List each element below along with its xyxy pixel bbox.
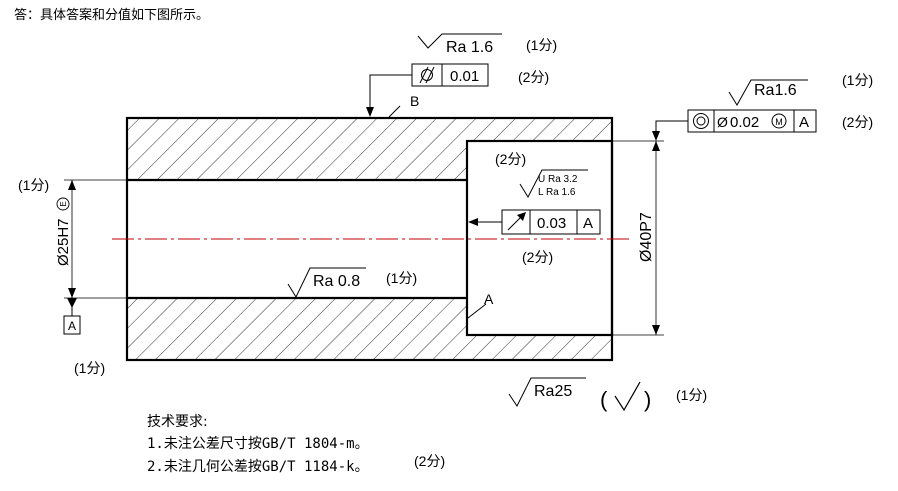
right-roughness-value: Ra1.6 <box>754 82 797 99</box>
general-paren-open: ( <box>600 387 608 412</box>
step-roughness-u: U Ra 3.2 <box>538 174 578 185</box>
step-roughness-symbol <box>519 169 588 199</box>
datum-a-box <box>63 315 81 335</box>
bore-roughness-value: Ra 0.8 <box>313 273 360 290</box>
step-roughness-l: L Ra 1.6 <box>538 187 576 198</box>
coaxiality-score: (2分) <box>842 114 873 130</box>
runout-arrow <box>468 218 478 226</box>
bore-roughness-symbol <box>287 267 366 299</box>
a-leader <box>467 303 487 319</box>
bore-roughness-score: (1分) <box>386 270 417 286</box>
label-a: A <box>484 291 494 307</box>
top-roughness-score: (1分) <box>526 37 557 53</box>
general-roughness-symbol <box>508 377 586 407</box>
outer-dimension-label: Ø40P7 <box>638 212 655 262</box>
outer-dimension-arrow-bottom <box>652 325 660 335</box>
notes-title: 技术要求: <box>147 414 208 430</box>
answer-header: 答：具体答案和分值如下图所示。 <box>14 7 209 23</box>
coaxiality-datum: A <box>799 114 809 131</box>
cylindricity-leader <box>369 74 412 108</box>
notes-score: (2分) <box>414 453 445 469</box>
label-b: B <box>410 93 419 109</box>
envelope-letter: E <box>59 201 68 206</box>
step-upper-score: (2分) <box>495 151 526 167</box>
cylindricity-arrow <box>366 107 374 117</box>
notes-line-1: 1.未注公差尺寸按GB/T 1804-m。 <box>147 436 369 452</box>
top-roughness-value: Ra 1.6 <box>446 39 493 56</box>
datum-a-letter: A <box>68 319 76 333</box>
coaxiality-diameter: Ø <box>717 114 728 130</box>
notes-line-2: 2.未注几何公差按GB/T 1184-k。 <box>147 459 369 475</box>
cylindricity-value: 0.01 <box>450 68 479 85</box>
envelope-circle <box>56 197 70 211</box>
top-roughness-symbol <box>417 33 502 49</box>
bore-dimension-arrow-top <box>68 180 76 190</box>
right-roughness-score: (1分) <box>842 72 873 88</box>
outer-dimension-arrow-top <box>652 141 660 151</box>
cylindricity-score: (2分) <box>518 69 549 85</box>
runout-value: 0.03 <box>537 215 566 232</box>
coaxiality-leader <box>655 120 688 132</box>
step-lower-score: (2分) <box>522 249 553 265</box>
bore-dimension-label: Ø25H7 <box>55 218 72 266</box>
b-leader <box>388 105 401 118</box>
right-roughness-symbol <box>728 79 808 106</box>
outer-dimension-lines <box>612 140 664 336</box>
coaxiality-arrow <box>652 131 660 141</box>
runout-datum: A <box>583 215 593 232</box>
coaxiality-value: 0.02 <box>730 114 759 131</box>
general-roughness-score: (1分) <box>676 387 707 403</box>
general-check-symbol <box>614 381 641 412</box>
runout-symbol-arrow <box>517 212 526 221</box>
datum-a-triangle <box>67 298 77 308</box>
general-paren-close: ) <box>644 387 651 412</box>
coaxiality-modifier: M <box>775 117 783 127</box>
left-upper-score: (1分) <box>18 177 49 193</box>
bore-dimension-arrow-bottom <box>68 288 76 298</box>
general-roughness-value: Ra25 <box>534 383 572 400</box>
left-lower-score: (1分) <box>74 360 105 376</box>
